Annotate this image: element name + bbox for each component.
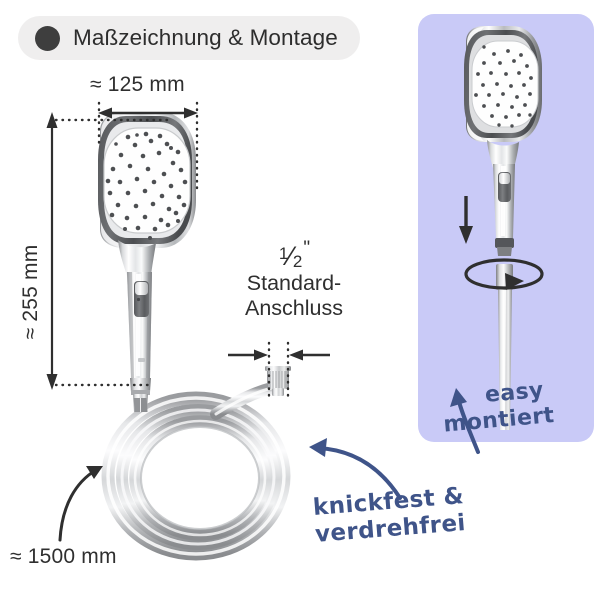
fraction-slash: ⁄ [288, 241, 293, 271]
hose-feature-note: knickfest & verdrehfrei [312, 483, 467, 549]
width-dimension-label: ≈ 125 mm [90, 73, 185, 96]
hose-length-label: ≈ 1500 mm [10, 545, 117, 568]
fraction-numerator: 1 [278, 244, 289, 263]
shower-handle [118, 240, 156, 412]
fraction-group: 1 ⁄ 2 [278, 241, 303, 271]
shower-head [98, 112, 196, 248]
hose-to-connector [210, 382, 278, 420]
bullet-dot-icon [35, 25, 60, 51]
page-title: Maßzeichnung & Montage [73, 24, 338, 50]
hose-length-callout-arrow [58, 466, 103, 542]
connection-line-1: Standard- [246, 271, 342, 295]
half-inch-fraction: 1 ⁄ 2 " [219, 239, 369, 271]
inch-mark-icon: " [303, 238, 311, 259]
header-badge: Maßzeichnung & Montage [18, 16, 360, 60]
spray-nozzles [105, 131, 188, 240]
main-product-drawing [46, 101, 402, 561]
connection-callout: 1 ⁄ 2 " Standard- Anschluss [219, 239, 369, 321]
half-inch-connector-nut [265, 366, 291, 396]
fraction-denominator: 2 [292, 252, 303, 271]
shower-hose-coil [101, 391, 291, 561]
connection-line-2: Anschluss [245, 295, 343, 320]
mounting-panel [418, 14, 594, 442]
height-dimension-label: ≈ 255 mm [19, 244, 42, 340]
mounting-note: easy montiert [442, 377, 556, 438]
